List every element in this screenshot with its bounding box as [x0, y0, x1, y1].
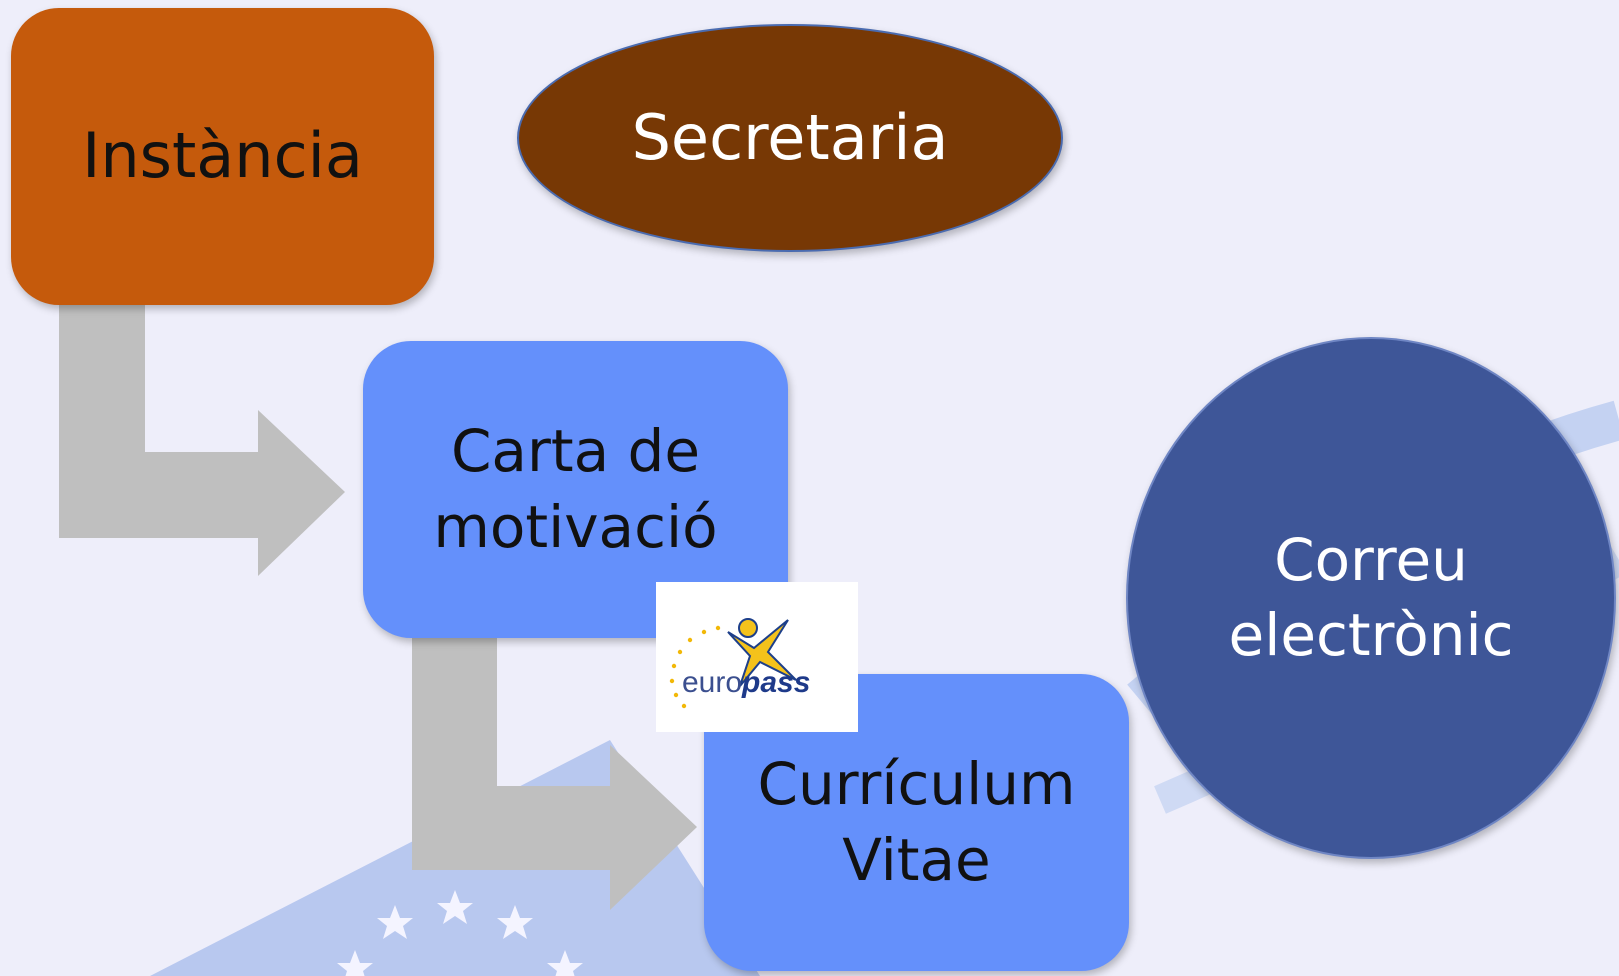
europass-figure-icon [727, 618, 797, 687]
background-stars [337, 890, 583, 976]
secretaria-label: Secretaria [631, 100, 949, 174]
correu-label-line2: electrònic [1228, 601, 1514, 669]
curriculum-label-line2: Vitae [842, 825, 991, 894]
europass-stars-arc [669, 625, 721, 709]
europass-text-light: europass [682, 666, 810, 699]
bent-arrow-2 [412, 630, 697, 910]
star-icon [547, 950, 583, 976]
carta-label-line2: motivació [433, 492, 718, 561]
curriculum-label-line1: Currículum [757, 750, 1076, 819]
secretaria-ellipse: Secretaria [517, 24, 1063, 252]
instancia-box: Instància [11, 8, 434, 305]
europass-logo: europass [656, 582, 858, 732]
correu-electronic-circle: Correu electrònic [1126, 337, 1616, 859]
instancia-label: Instància [82, 119, 363, 193]
correu-label-line1: Correu [1274, 525, 1468, 594]
carta-label-line1: Carta de [450, 417, 701, 486]
star-icon [377, 905, 413, 939]
star-icon [437, 890, 473, 924]
europass-logo-graphic: europass [669, 618, 810, 709]
star-icon [497, 905, 533, 939]
bent-arrow-1 [59, 300, 345, 576]
star-icon [337, 950, 373, 976]
